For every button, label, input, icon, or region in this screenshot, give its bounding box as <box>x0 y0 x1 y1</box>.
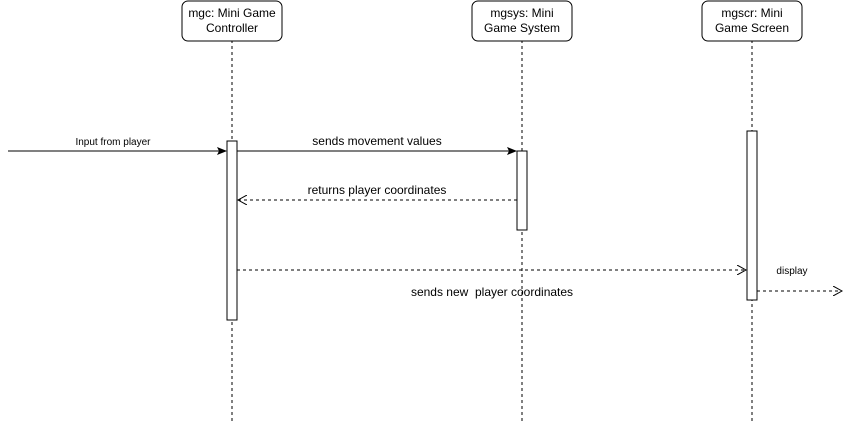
activation-mgsys <box>516 150 528 231</box>
message-display[interactable]: display <box>757 266 842 291</box>
message-sends-movement-label: sends movement values <box>312 134 441 148</box>
lifeline-mgscr-box[interactable] <box>701 0 803 42</box>
lifeline-mgc-box[interactable] <box>181 0 283 42</box>
message-input-label: Input from player <box>75 137 151 148</box>
activation-mgscr <box>746 130 758 301</box>
lifeline-mgc-title-line1: mgc: Mini Game <box>188 6 276 20</box>
lifeline-mgc-title-line2: Controller <box>206 21 258 35</box>
lifeline-mgsys-title-line2: Game System <box>484 21 560 35</box>
message-sends-new-coordinates[interactable]: sends new player coordinates <box>237 270 746 299</box>
lifeline-mgscr-title-line1: mgscr: Mini <box>721 6 782 20</box>
lifeline-mgsys-box[interactable] <box>471 0 573 42</box>
lifeline-mgsys: mgsys: Mini Game System <box>471 0 573 424</box>
lifeline-mgscr-title-line2: Game Screen <box>715 21 789 35</box>
message-returns-coordinates[interactable]: returns player coordinates <box>238 183 517 200</box>
message-returns-label: returns player coordinates <box>308 183 447 197</box>
lifeline-mgc: mgc: Mini Game Controller <box>181 0 283 424</box>
lifeline-mgsys-title-line1: mgsys: Mini <box>490 6 553 20</box>
message-display-label: display <box>776 266 807 277</box>
activation-mgc <box>226 140 238 321</box>
message-input-from-player[interactable]: Input from player <box>8 137 227 155</box>
message-sends-movement[interactable]: sends movement values <box>237 134 517 155</box>
lifeline-mgscr: mgscr: Mini Game Screen <box>701 0 803 424</box>
message-sends-new-label: sends new player coordinates <box>411 285 573 299</box>
